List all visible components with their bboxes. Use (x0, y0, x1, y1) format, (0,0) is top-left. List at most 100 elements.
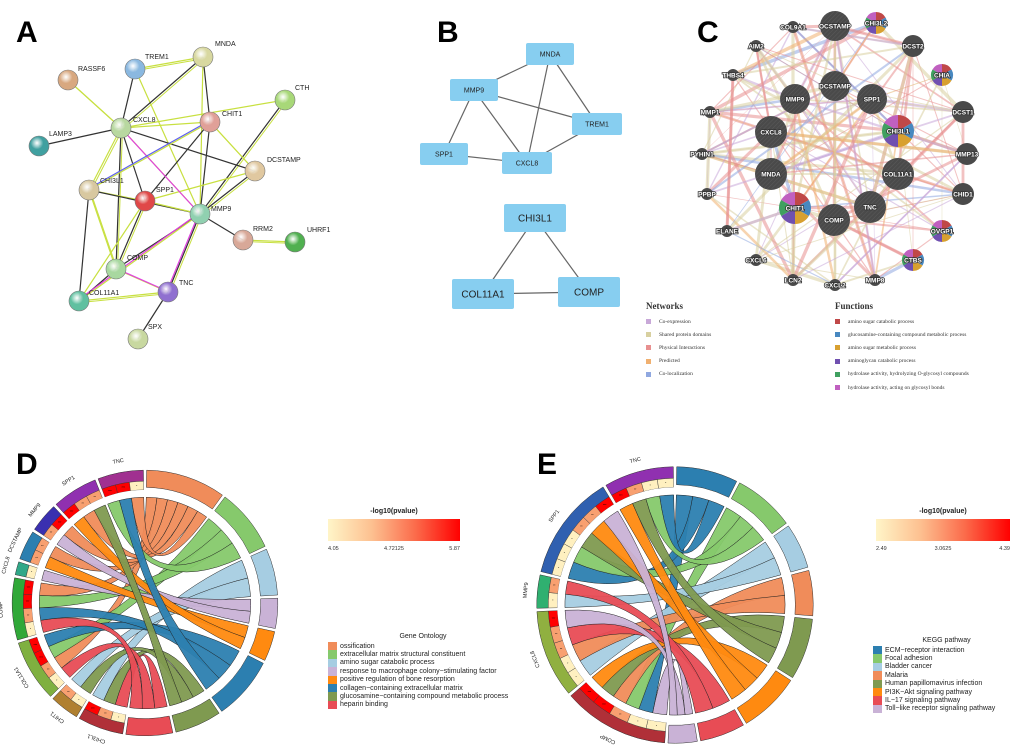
panel-d-colorbar-min: 4.05 (328, 546, 339, 552)
gene-node-elane[interactable]: ELANE (715, 225, 739, 237)
gene-circle (755, 158, 787, 190)
gene-node-ocstamp[interactable]: OCSTAMP (818, 11, 852, 41)
gene-node-dcst2[interactable]: DCST2 (902, 35, 925, 57)
gene-label: MMP1 (701, 109, 720, 116)
kegg-gene-comp[interactable]: **********COMP (570, 682, 667, 745)
gene-node-col11a1[interactable]: COL11A1 (882, 158, 914, 190)
gene-node-mmp1[interactable]: MMP1 (700, 106, 721, 118)
gene-node-mnda[interactable]: MNDA (755, 158, 787, 190)
networks-legend-title: Networks (646, 301, 683, 311)
hub-node-mmp9[interactable]: MMP9 (450, 79, 498, 101)
gene-node-mmp9[interactable]: MMP9 (780, 84, 810, 114)
legend-label: hydrolase activity, acting on glycosyl b… (848, 384, 945, 391)
node-uhrf1[interactable]: UHRF1 (284, 227, 330, 253)
gene-node-lcn2[interactable]: LCN2 (784, 274, 803, 286)
gene-node-tnc[interactable]: TNC (854, 191, 886, 223)
gene-node-pyhin1[interactable]: PYHIN1 (689, 148, 715, 160)
node-lamp3[interactable]: LAMP3 (28, 131, 72, 157)
significance-stars: ** (591, 513, 594, 517)
gene-node-chid1[interactable]: CHID1 (952, 183, 974, 205)
node-comp[interactable]: COMP (105, 255, 148, 280)
node-sphere (157, 281, 179, 303)
significance-cell (28, 636, 43, 654)
edge-mmp9-col11a1 (78, 213, 201, 302)
hub-node-chi3l1[interactable]: CHI3L1 (504, 204, 566, 232)
hub-node-cxcl8[interactable]: CXCL8 (502, 152, 552, 174)
edge-spp1-comp (115, 200, 146, 270)
node-label: CTH (295, 85, 309, 92)
legend-swatch (646, 345, 651, 351)
node-cxcl8[interactable]: CXCL8 (110, 117, 156, 139)
gene-node-ppbp[interactable]: PPBP (697, 188, 717, 200)
node-spx[interactable]: SPX (127, 324, 162, 350)
interaction-edge (701, 45, 757, 155)
gene-node-chi3l2[interactable]: CHI3L2 (864, 12, 888, 34)
interaction-edge (708, 111, 795, 281)
node-chi3l1[interactable]: CHI3L1 (78, 178, 124, 201)
edge-cxcl8-comp (115, 127, 122, 270)
legend-label: ECM−receptor interaction (885, 646, 965, 654)
go-gene-tnc[interactable]: *******TNC (97, 458, 144, 498)
gene-node-chia[interactable]: CHIA (931, 64, 953, 86)
go-gene-cxcl8[interactable]: *CXCL8 (1, 556, 38, 580)
node-tnc[interactable]: TNC (157, 280, 193, 303)
significance-stars: * (56, 679, 58, 683)
gene-node-chi3l1[interactable]: CHI3L1 (882, 115, 914, 147)
go-gene-comp[interactable]: *********COMP (0, 577, 37, 641)
hub-node-comp[interactable]: COMP (558, 277, 620, 307)
go-ribbon-spp1-glucosamine-containing-compound-metabolic-process (93, 504, 183, 707)
gene-node-mmp8[interactable]: MMP8 (865, 274, 886, 286)
significance-stars: *** (91, 706, 95, 710)
hub-node-col11a1[interactable]: COL11A1 (452, 279, 514, 309)
functions-legend-title: Functions (835, 301, 874, 311)
kegg-gene-tnc[interactable]: *******TNC (605, 456, 674, 504)
hub-node-spp1[interactable]: SPP1 (420, 143, 468, 165)
node-label: COL11A1 (89, 290, 119, 297)
legend-label: Physical Interactions (659, 344, 705, 351)
gene-node-col9a1[interactable]: COL9A1 (779, 21, 807, 33)
hub-node-trem1[interactable]: TREM1 (572, 113, 622, 135)
node-mmp9[interactable]: MMP9 (189, 203, 231, 225)
go-gene-chi3l1[interactable]: ******CHI3L1 (78, 701, 127, 744)
kegg-gene-mmp9[interactable]: ***MMP9 (522, 574, 561, 609)
gene-node-thbs4[interactable]: THBS4 (722, 69, 745, 81)
panel-e-legend-title: KEGG pathway (922, 637, 971, 644)
legend-swatch (328, 658, 337, 668)
gene-node-dcstamp[interactable]: DCSTAMP (818, 71, 852, 101)
node-dcstamp[interactable]: DCSTAMP (244, 157, 301, 182)
significance-stars: *** (58, 520, 62, 524)
gene-node-cxcl2[interactable]: CXCL2 (824, 279, 847, 291)
go-gene-spp1[interactable]: *******SPP1 (55, 475, 103, 520)
node-cth[interactable]: CTH (274, 85, 309, 111)
gene-node-cxcl6[interactable]: CXCL6 (745, 254, 768, 266)
gene-node-ovgp1[interactable]: OVGP1 (930, 220, 954, 242)
gene-node-chit1[interactable]: CHIT1 (779, 192, 811, 224)
interaction-edge (755, 193, 964, 261)
node-spp1[interactable]: SPP1 (134, 187, 174, 212)
gene-node-cxcl8[interactable]: CXCL8 (755, 116, 787, 148)
go-term-arc-response-to-macrophage-colony-stimulating-factor (258, 597, 279, 629)
kegg-gene-spp1[interactable]: **********SPP1 (540, 486, 614, 577)
function-slice-aminoglycan-catabolic-process (932, 231, 942, 242)
node-col11a1[interactable]: COL11A1 (68, 290, 119, 312)
gene-node-comp[interactable]: COMP (818, 204, 850, 236)
node-sphere (127, 328, 149, 350)
gene-node-aim2[interactable]: AIM2 (747, 40, 765, 52)
gene-node-mmp13[interactable]: MMP13 (955, 143, 979, 165)
node-chit1[interactable]: CHIT1 (199, 111, 242, 133)
significance-stars: ** (67, 690, 70, 694)
hub-node-mnda[interactable]: MNDA (526, 43, 574, 65)
node-mnda[interactable]: MNDA (192, 41, 236, 68)
gene-circle (727, 69, 739, 81)
edge-mnda-cxcl8 (120, 56, 204, 129)
gene-node-ctbs[interactable]: CTBS (902, 249, 924, 271)
node-trem1[interactable]: TREM1 (124, 54, 169, 80)
gene-node-spp1[interactable]: SPP1 (857, 84, 887, 114)
interaction-edge (732, 24, 836, 77)
node-rrm2[interactable]: RRM2 (232, 226, 273, 251)
node-rassf6[interactable]: RASSF6 (57, 66, 105, 91)
go-term-arc-heparin-binding (125, 715, 174, 737)
gene-circle (787, 274, 799, 286)
legend-label: extracellular matrix structural constitu… (340, 651, 466, 659)
gene-node-dcst1[interactable]: DCST1 (952, 101, 975, 123)
